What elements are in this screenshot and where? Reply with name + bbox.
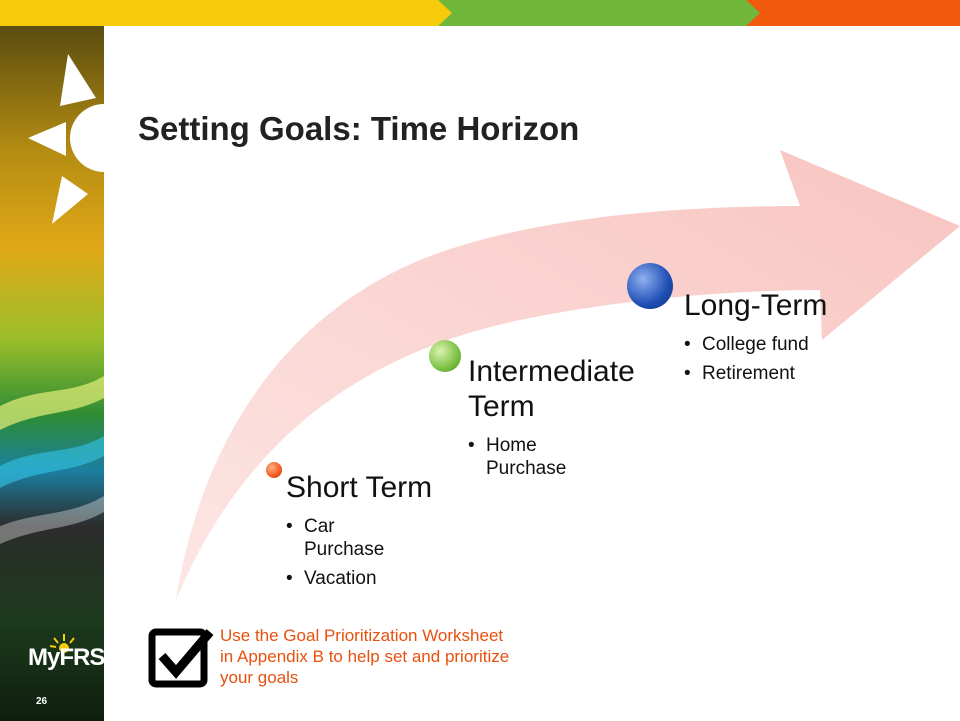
slide-title: Setting Goals: Time Horizon [138, 110, 580, 148]
milestone-item: Home Purchase [468, 434, 596, 480]
long-term-dot [627, 263, 673, 309]
milestone-short-term: Short Term Car Purchase Vacation [286, 470, 446, 596]
myfrs-logo: MyFRS [20, 632, 105, 672]
worksheet-note: Use the Goal Prioritization Worksheet in… [220, 626, 510, 687]
milestone-intermediate-term: Intermediate Term Home Purchase [468, 354, 668, 486]
page-number: 26 [36, 696, 48, 707]
intermediate-term-dot [429, 340, 461, 372]
sun-logo-icon [49, 634, 75, 653]
milestone-heading: Short Term [286, 471, 433, 504]
logo-text: MyFRS [28, 644, 105, 671]
milestone-heading: Long-Term [684, 289, 828, 322]
milestone-item: Car Purchase [286, 515, 404, 561]
milestone-heading: Intermediate Term [468, 355, 635, 423]
milestone-items: College fund Retirement [684, 333, 884, 385]
milestone-items: Home Purchase [468, 434, 668, 480]
short-term-dot [266, 462, 282, 478]
milestone-items: Car Purchase Vacation [286, 515, 446, 590]
milestone-item: Retirement [684, 362, 884, 385]
top-progress-band [0, 0, 960, 26]
milestone-long-term: Long-Term College fund Retirement [684, 288, 884, 391]
milestone-item: College fund [684, 333, 884, 356]
checkbox-checked-icon [148, 628, 214, 688]
milestone-item: Vacation [286, 567, 446, 590]
left-decorative-strip [0, 26, 104, 721]
